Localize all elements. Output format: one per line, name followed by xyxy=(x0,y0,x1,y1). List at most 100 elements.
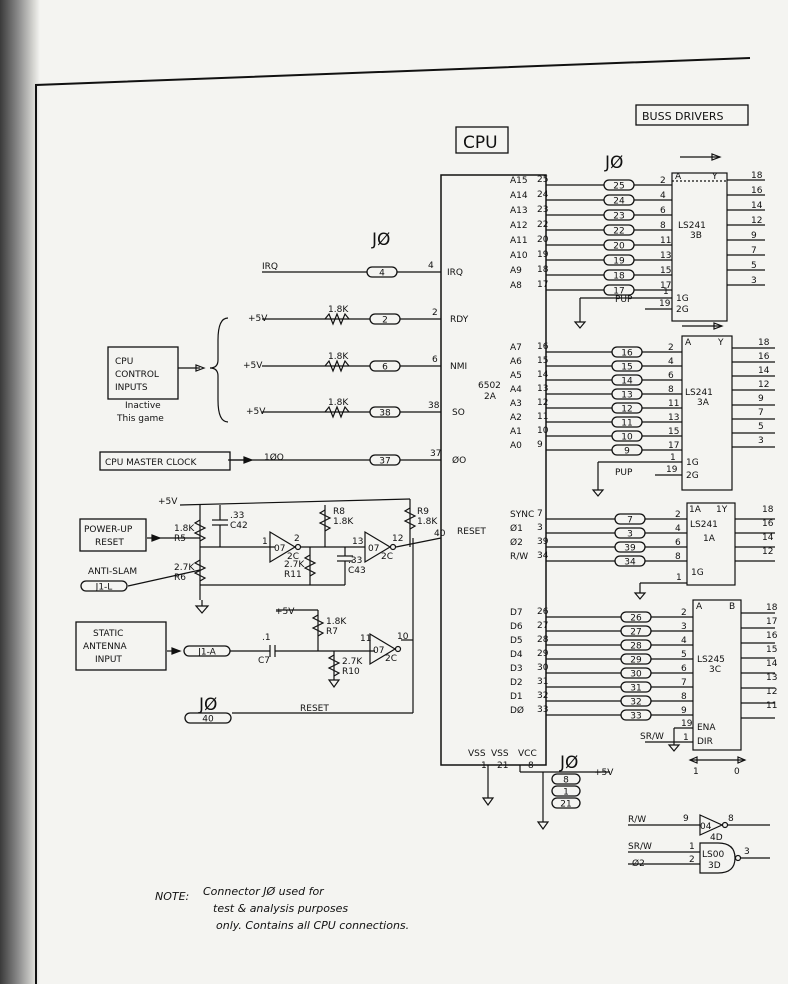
addr_lo-connector-pill-0: 16 xyxy=(611,346,643,359)
addr_lo-ic-out-pin-6: 5 xyxy=(758,422,764,432)
ctrl-cpu-pin-1: 3 xyxy=(537,523,543,533)
addr_lo-cpu-pin-0: 16 xyxy=(537,342,549,352)
srw-label: SR/W xyxy=(628,842,652,852)
ic-3a-1g: 1G xyxy=(686,458,699,468)
gate5-in1-pin: 1 xyxy=(689,842,695,852)
addr_lo-connector-pill-4-outline xyxy=(611,402,643,414)
addr_hi-ic-out-pin-0: 18 xyxy=(751,171,763,181)
data-ic-out-pin-2: 16 xyxy=(766,631,778,641)
data-ic-out-pin-3: 15 xyxy=(766,645,777,655)
antenna-line1: STATIC xyxy=(93,629,123,639)
data-signal-6: D1 xyxy=(510,692,523,702)
ctrl-signal-1: Ø1 xyxy=(510,523,523,534)
ic-3c-dir: DIR xyxy=(697,737,713,747)
addr_lo-ic-in-pin-4: 11 xyxy=(668,399,679,409)
data-connector-pill-3: 29 xyxy=(620,653,652,666)
cpu-chip-grade: 2A xyxy=(484,392,497,402)
j1-a-connector-pill-outline xyxy=(183,645,231,657)
addr_hi-signal-5: A10 xyxy=(510,251,528,261)
vss1-connector-pill: 1 xyxy=(551,785,581,798)
gate2-out-pin: 12 xyxy=(392,534,403,544)
ic-3a-ref: 3A xyxy=(697,398,710,408)
addr_lo-connector-pill-6-label: 10 xyxy=(621,433,633,443)
c42-value: .33 xyxy=(230,511,244,521)
vss1-pin: 1 xyxy=(481,761,487,771)
data-ic-out-pin-7: 11 xyxy=(766,701,777,711)
so-connector-pill: 38 xyxy=(369,406,401,419)
antenna-line2: ANTENNA xyxy=(83,642,128,652)
addr_lo-cpu-pin-1: 15 xyxy=(537,356,548,366)
nmi-connector-pill: 6 xyxy=(369,360,401,373)
r9-ref: R9 xyxy=(417,507,429,517)
data-connector-pill-5-outline xyxy=(620,681,652,693)
addr_lo-ic-out-pin-1: 16 xyxy=(758,352,770,362)
addr_lo-connector-pill-2-outline xyxy=(611,374,643,386)
addr_hi-ic-in-pin-7: 17 xyxy=(660,281,671,291)
ctrl-ic-out-pin-1: 16 xyxy=(762,519,774,529)
addr_lo-connector-pill-6: 10 xyxy=(611,430,643,443)
note-line2: test & analysis purposes xyxy=(213,902,348,915)
vss1-connector-pill-label: 1 xyxy=(563,788,569,798)
data-connector-pill-3-label: 29 xyxy=(630,656,642,666)
data-connector-pill-1: 27 xyxy=(620,625,652,638)
vss1-connector-pill-outline xyxy=(551,785,581,797)
data-connector-pill-6: 32 xyxy=(620,695,652,708)
addr_lo-connector-pill-4-label: 12 xyxy=(621,405,632,415)
addr_lo-cpu-pin-6: 10 xyxy=(537,426,549,436)
ic-3c-ena: ENA xyxy=(697,723,716,733)
addr_lo-connector-pill-2: 14 xyxy=(611,374,643,387)
connector-j0-label-mid: JØ xyxy=(371,230,390,250)
vss2-connector-pill-label: 21 xyxy=(560,800,571,810)
ctrl-connector-pill-3: 34 xyxy=(614,555,646,568)
data-cpu-pin-7: 33 xyxy=(537,705,548,715)
addr_hi-ic-out-pin-4: 9 xyxy=(751,231,757,241)
addr_hi-ic-in-pin-0: 2 xyxy=(660,176,666,186)
ic-1a-ref: 1A xyxy=(703,534,716,544)
addr_hi-ic-in-pin-2: 6 xyxy=(660,206,666,216)
j1-l-connector-pill-outline xyxy=(80,580,128,592)
ctrl-ic-out-pin-3: 12 xyxy=(762,547,773,557)
addr_hi-ic-out-pin-7: 3 xyxy=(751,276,757,286)
addr_lo-signal-2: A5 xyxy=(510,371,522,381)
addr_lo-connector-pill-7-label: 9 xyxy=(624,447,630,457)
ic-3c-ena-pin: 19 xyxy=(681,719,693,729)
addr_lo-ic-in-pin-1: 4 xyxy=(668,357,674,367)
addr_lo-cpu-pin-7: 9 xyxy=(537,440,543,450)
gate2-type: 07 xyxy=(368,544,379,554)
antislam-label: ANTI-SLAM xyxy=(88,567,137,577)
ctrl-ic-in-pin-3: 8 xyxy=(675,552,681,562)
addr_lo-signal-5: A2 xyxy=(510,413,522,423)
gate4-type: 04 xyxy=(700,822,712,832)
gate5-type: LS00 xyxy=(702,850,724,860)
addr_hi-signal-6: A9 xyxy=(510,266,522,276)
addr_hi-connector-pill-7-label: 17 xyxy=(613,287,624,297)
addr_lo-ic-in-pin-5: 13 xyxy=(668,413,679,423)
addr_hi-ic-in-pin-1: 4 xyxy=(660,191,666,201)
ctrl-connector-pill-3-label: 34 xyxy=(624,558,636,568)
control-box-line3: INPUTS xyxy=(115,383,148,393)
scan-edge-shadow xyxy=(0,0,40,984)
addr_lo-cpu-pin-3: 13 xyxy=(537,384,548,394)
gate5-ref: 3D xyxy=(708,861,721,871)
ctrl-connector-pill-2: 39 xyxy=(614,541,646,554)
ctrl-connector-pill-0-outline xyxy=(614,513,646,525)
note-line3: only. Contains all CPU connections. xyxy=(216,919,409,932)
addr_lo-connector-pill-3: 13 xyxy=(611,388,643,401)
inactive-note-line1: Inactive xyxy=(125,401,161,411)
r11-value: 2.7K xyxy=(284,560,305,570)
ic-3a-2g: 2G xyxy=(686,471,699,481)
data-connector-pill-6-label: 32 xyxy=(630,698,641,708)
gate3-ref: 2C xyxy=(385,654,397,664)
so-connector-pill-outline xyxy=(369,406,401,418)
data-ic-out-pin-0: 18 xyxy=(766,603,778,613)
ic-1a-1g-pin: 1 xyxy=(676,573,682,583)
gate1-type: 07 xyxy=(274,544,285,554)
data-connector-pill-2-outline xyxy=(620,639,652,651)
data-signal-4: D3 xyxy=(510,664,523,674)
control-box-line2: CONTROL xyxy=(115,370,159,380)
vcc-power-label: +5V xyxy=(594,768,614,778)
clock-pin-label: ØO xyxy=(452,455,466,466)
clock-source-label: 1ØO xyxy=(264,452,284,463)
addr_lo-connector-pill-5-outline xyxy=(611,416,643,428)
addr_lo-ic-in-pin-6: 15 xyxy=(668,427,679,437)
